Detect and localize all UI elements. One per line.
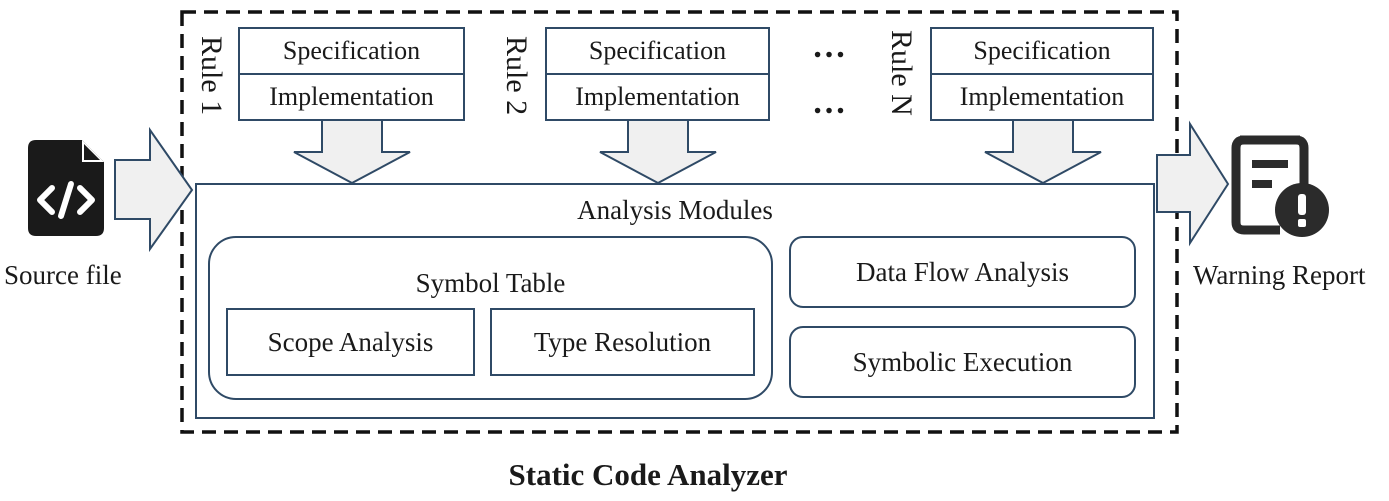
rule-n-label: Rule N bbox=[885, 30, 918, 116]
rule-2-specification-text: Specification bbox=[588, 36, 727, 65]
symbolic-execution-box: Symbolic Execution bbox=[789, 326, 1136, 398]
rule-2-label: Rule 2 bbox=[500, 36, 533, 116]
rule-n-specification-box: Specification bbox=[930, 27, 1154, 75]
warning-report-icon bbox=[1231, 135, 1329, 237]
analysis-modules-title: Analysis Modules bbox=[577, 195, 773, 225]
rule-1-label: Rule 1 bbox=[195, 36, 228, 116]
symbol-table-title: Symbol Table bbox=[415, 268, 566, 298]
scope-analysis-text: Scope Analysis bbox=[267, 326, 434, 357]
diagram-title: Static Code Analyzer bbox=[508, 457, 788, 492]
rule-1-down-arrow bbox=[293, 117, 411, 185]
rule-n-implementation-box: Implementation bbox=[930, 73, 1154, 121]
input-arrow bbox=[114, 126, 194, 253]
rule-n-implementation-text: Implementation bbox=[959, 82, 1125, 111]
type-resolution-text: Type Resolution bbox=[533, 326, 712, 357]
rule-2-implementation-text: Implementation bbox=[575, 82, 740, 111]
data-flow-analysis-text: Data Flow Analysis bbox=[856, 256, 1069, 287]
ellipsis-top: … bbox=[812, 28, 846, 65]
ellipsis-bottom: … bbox=[812, 84, 846, 121]
rule-1-specification-text: Specification bbox=[282, 36, 421, 65]
rule-2-specification-box: Specification bbox=[545, 27, 770, 75]
data-flow-analysis-box: Data Flow Analysis bbox=[789, 236, 1136, 308]
rule-1-implementation-box: Implementation bbox=[238, 73, 465, 121]
warning-report-label: Warning Report bbox=[1193, 260, 1366, 290]
analyzer-dashed-frame bbox=[180, 10, 1179, 434]
rule-1-implementation-text: Implementation bbox=[269, 82, 434, 111]
code-file-icon bbox=[28, 140, 104, 236]
type-resolution-box: Type Resolution bbox=[490, 308, 755, 376]
rule-2-implementation-box: Implementation bbox=[545, 73, 770, 121]
symbolic-execution-text: Symbolic Execution bbox=[852, 346, 1073, 377]
scope-analysis-box: Scope Analysis bbox=[226, 308, 475, 376]
source-file-label: Source file bbox=[4, 260, 122, 290]
rule-n-specification-text: Specification bbox=[973, 36, 1111, 65]
output-arrow bbox=[1156, 120, 1230, 247]
rule-1-specification-box: Specification bbox=[238, 27, 465, 75]
rule-n-down-arrow bbox=[984, 117, 1102, 185]
rule-2-down-arrow bbox=[599, 117, 717, 185]
